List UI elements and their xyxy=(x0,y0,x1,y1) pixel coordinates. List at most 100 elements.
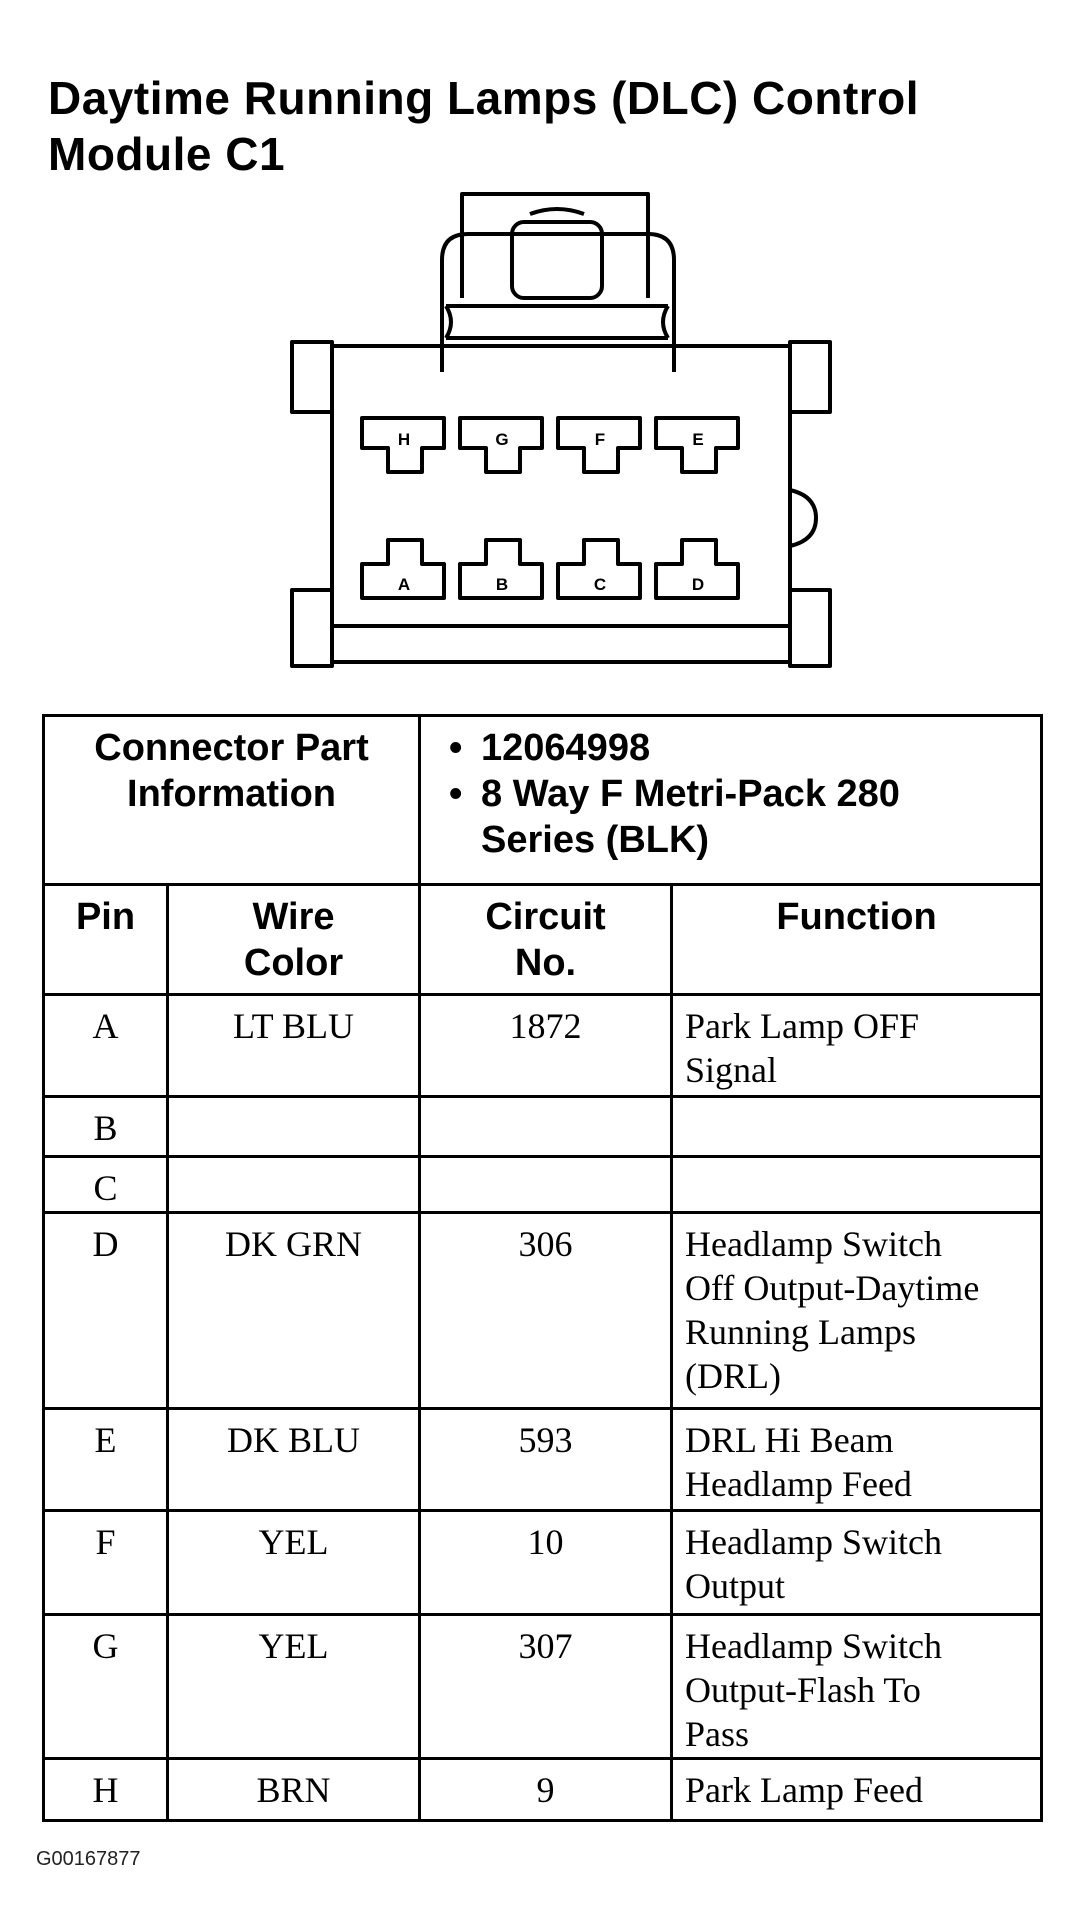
connector-series: Series (BLK) xyxy=(481,819,710,861)
pin-cell: E xyxy=(42,1407,169,1512)
circuit-header-line-2: No. xyxy=(514,942,577,984)
function-line: Headlamp Switch xyxy=(685,1522,942,1562)
circuit-cell xyxy=(418,1095,674,1158)
table-row: C xyxy=(42,1155,1044,1214)
circuit-cell xyxy=(418,1155,674,1214)
function-line: Headlamp Feed xyxy=(685,1464,912,1504)
function-cell xyxy=(670,1155,1044,1214)
cavity-label-d: D xyxy=(692,575,704,594)
wire-color-cell xyxy=(165,1095,422,1158)
title-line-1: Daytime Running Lamps (DLC) Control xyxy=(48,72,920,124)
column-header-pin: Pin xyxy=(42,883,169,996)
circuit-cell: 1872 xyxy=(418,993,674,1098)
connector-face-drawing: H G F E A B C D xyxy=(290,192,832,668)
connector-lock-housing xyxy=(440,232,676,372)
cavity-label-h: H xyxy=(398,430,410,449)
connector-right-tab-bottom xyxy=(788,588,832,668)
pin-cell: B xyxy=(42,1095,169,1158)
pin-cell: F xyxy=(42,1509,169,1616)
connector-lock-band xyxy=(444,304,670,340)
connector-info-details: 12064998 8 Way F Metri-Pack 280 Series (… xyxy=(418,714,1044,886)
column-header-wire-color: Wire Color xyxy=(165,883,422,996)
function-line: Park Lamp Feed xyxy=(685,1770,923,1810)
diagram-title: Daytime Running Lamps (DLC) Control Modu… xyxy=(48,70,1048,182)
connector-left-tab-top xyxy=(290,340,334,414)
connector-lock-slot xyxy=(510,220,604,300)
pin-cell: G xyxy=(42,1613,169,1760)
connector-bottom-rail xyxy=(330,624,792,664)
cavity-label-f: F xyxy=(595,430,605,449)
cavity-label-b: B xyxy=(496,575,508,594)
cavity-label-g: G xyxy=(495,430,508,449)
wire-color-cell: DK GRN xyxy=(165,1211,422,1410)
figure-id: G00167877 xyxy=(36,1848,141,1870)
function-line: Park Lamp OFF xyxy=(685,1006,920,1046)
circuit-cell: 593 xyxy=(418,1407,674,1512)
connector-right-tab-top xyxy=(788,340,832,414)
title-line-2: Module C1 xyxy=(48,128,286,180)
cavity-b xyxy=(458,538,544,600)
pin-cell: C xyxy=(42,1155,169,1214)
column-header-function: Function xyxy=(670,883,1044,996)
function-line: DRL Hi Beam xyxy=(685,1420,894,1460)
part-number: 12064998 xyxy=(449,725,1040,771)
wire-color-cell: LT BLU xyxy=(165,993,422,1098)
cavity-label-e: E xyxy=(692,430,703,449)
function-line: Output-Flash To xyxy=(685,1670,921,1710)
cavity-c xyxy=(556,538,642,600)
wire-header-line-2: Color xyxy=(243,942,344,984)
function-cell xyxy=(670,1095,1044,1158)
connector-lock-latch xyxy=(460,192,650,298)
cavity-e xyxy=(654,416,740,474)
cavity-g xyxy=(458,416,544,474)
connector-key-bump xyxy=(789,488,818,548)
circuit-cell: 307 xyxy=(418,1613,674,1760)
function-cell: Park Lamp Feed xyxy=(670,1757,1044,1822)
circuit-cell: 9 xyxy=(418,1757,674,1822)
pin-cell: A xyxy=(42,993,169,1098)
wire-color-cell xyxy=(165,1155,422,1214)
connector-left-tab-bottom xyxy=(290,588,334,668)
info-label-line-1: Connector Part xyxy=(94,727,369,769)
column-header-circuit: Circuit No. xyxy=(418,883,674,996)
wire-color-cell: DK BLU xyxy=(165,1407,422,1512)
circuit-header-line-1: Circuit xyxy=(485,896,606,938)
wire-color-cell: BRN xyxy=(165,1757,422,1822)
wire-color-cell: YEL xyxy=(165,1509,422,1616)
connector-info-row: Connector Part Information 12064998 8 Wa… xyxy=(41,714,1044,886)
cavity-h xyxy=(360,416,446,474)
connector-lock-ridge xyxy=(529,207,585,216)
function-line: Headlamp Switch xyxy=(685,1224,942,1264)
pin-cell: D xyxy=(42,1211,169,1410)
function-line: Pass xyxy=(685,1714,750,1754)
circuit-cell: 10 xyxy=(418,1509,674,1616)
function-line: Running Lamps xyxy=(685,1312,917,1352)
cavity-a xyxy=(360,538,446,600)
connector-pinout-table: Connector Part Information 12064998 8 Wa… xyxy=(41,714,1044,1822)
column-header-row: Pin Wire Color Circuit No. Function xyxy=(42,883,1044,996)
function-line: Off Output-Daytime xyxy=(685,1268,980,1308)
cavity-d xyxy=(654,538,740,600)
wire-color-cell: YEL xyxy=(165,1613,422,1760)
info-label-line-2: Information xyxy=(127,773,336,815)
table-row: B xyxy=(42,1095,1044,1158)
function-line: Output xyxy=(685,1566,786,1606)
connector-info-label: Connector Part Information xyxy=(41,714,422,886)
connector-type: 8 Way F Metri-Pack 280 xyxy=(449,771,1040,817)
pin-cell: H xyxy=(42,1757,169,1822)
cavity-f xyxy=(556,416,642,474)
cavity-label-c: C xyxy=(594,575,606,594)
circuit-cell: 306 xyxy=(418,1211,674,1410)
